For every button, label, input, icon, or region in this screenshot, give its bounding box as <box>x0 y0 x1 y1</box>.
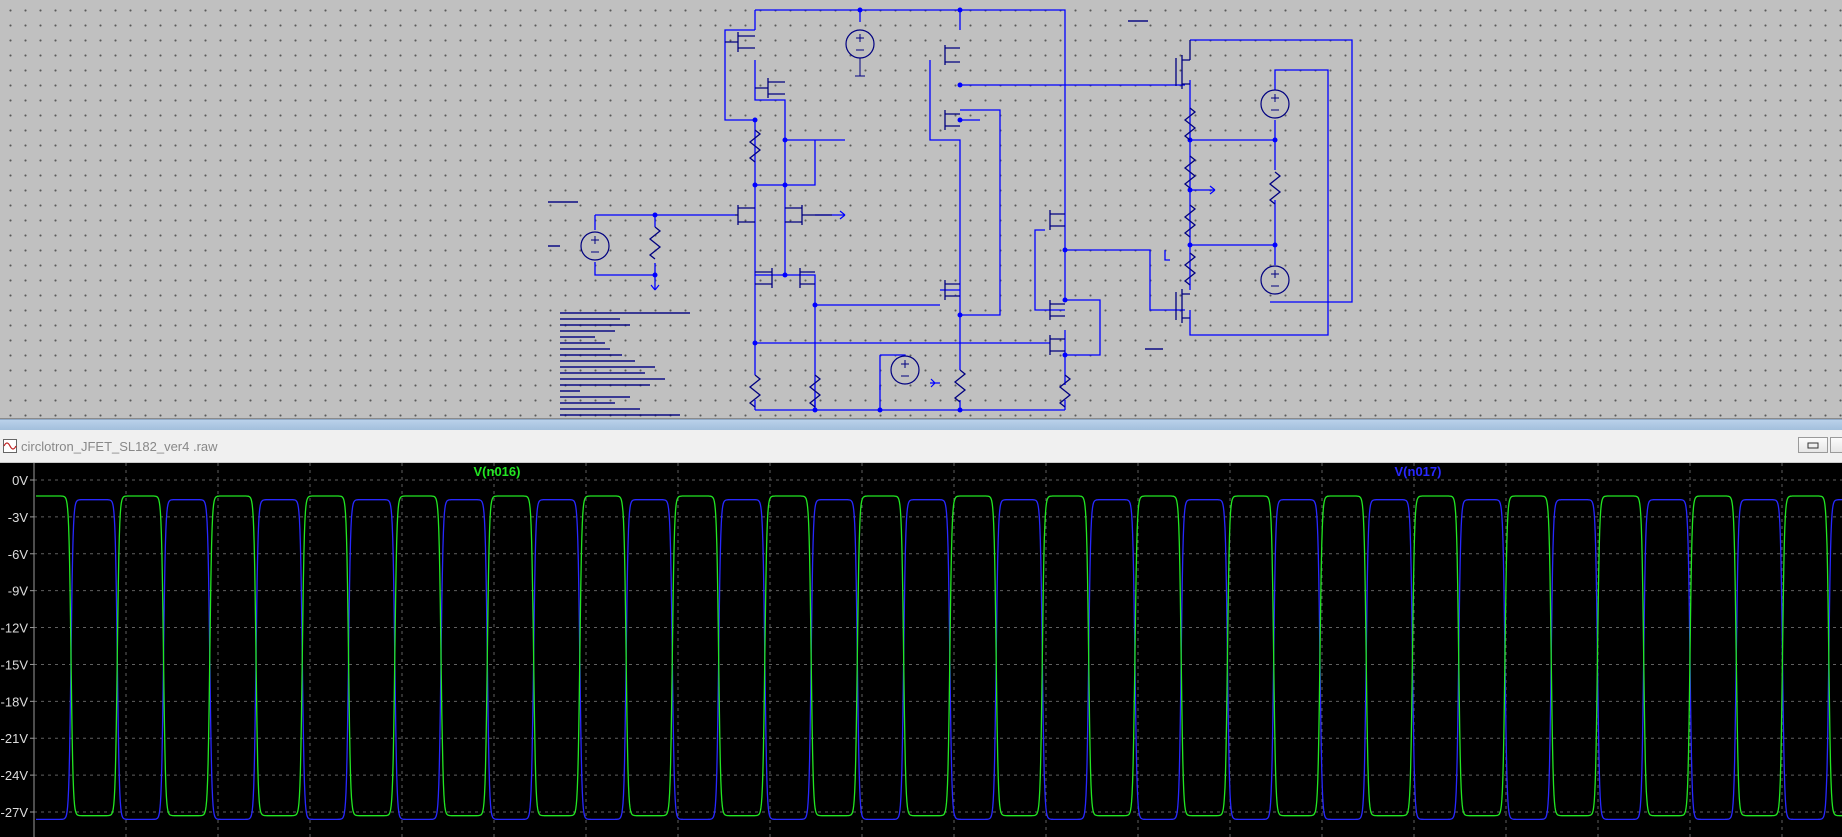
voltage-source[interactable] <box>890 355 920 385</box>
y-tick-label: -3V <box>8 510 29 525</box>
jfet[interactable] <box>755 268 773 288</box>
y-tick-label: -15V <box>1 657 29 672</box>
wire <box>960 109 1001 316</box>
resistor[interactable] <box>1183 155 1197 189</box>
resistor[interactable] <box>1183 204 1197 238</box>
jfet[interactable] <box>1049 210 1065 230</box>
wire <box>1064 215 1151 300</box>
resistor[interactable] <box>748 129 762 163</box>
y-tick-label: -24V <box>1 768 29 783</box>
wire <box>1189 69 1329 336</box>
resistor[interactable] <box>953 369 967 403</box>
wire <box>1065 299 1101 356</box>
wire <box>594 262 656 290</box>
resistor[interactable] <box>648 226 662 260</box>
wire <box>755 9 1066 215</box>
legend: V(n016) V(n017) <box>474 464 1442 479</box>
trace-v-n016 <box>36 495 1842 817</box>
legend-label[interactable]: V(n016) <box>474 464 521 479</box>
mosfet[interactable] <box>1175 289 1190 323</box>
wire <box>1190 39 1353 303</box>
mosfet[interactable] <box>1175 40 1191 89</box>
jfet[interactable] <box>755 78 785 98</box>
wire <box>929 60 961 370</box>
wire <box>1190 244 1276 265</box>
y-tick-label: -6V <box>8 547 29 562</box>
wire <box>755 274 816 305</box>
trace-v-n017 <box>36 499 1842 821</box>
y-tick-label: -12V <box>1 621 29 636</box>
resistor[interactable] <box>1058 374 1072 408</box>
minimize-icon <box>1807 442 1819 449</box>
y-tick-label: -9V <box>8 584 29 599</box>
resistor[interactable] <box>1183 252 1197 286</box>
wire <box>724 29 755 121</box>
waveform-chart[interactable]: 0V -3V -6V -9V -12V -15V -18V -21V -24V -27V V(n0… <box>0 463 1842 837</box>
minimize-button[interactable] <box>1798 437 1828 453</box>
plot-window-titlebar[interactable]: circlotron_JFET_SL182_ver4 .raw <box>0 430 1842 463</box>
resistor[interactable] <box>1268 171 1282 205</box>
jfet[interactable] <box>735 205 755 225</box>
resistor[interactable] <box>1183 107 1197 141</box>
y-tick-label: -27V <box>1 805 29 820</box>
jfet[interactable] <box>944 280 960 300</box>
voltage-source[interactable] <box>580 231 610 261</box>
plot-grid <box>34 463 1842 837</box>
schematic-editor[interactable] <box>0 0 1842 419</box>
wire <box>754 60 786 215</box>
y-tick-label: -21V <box>1 731 29 746</box>
voltage-source[interactable] <box>1260 89 1290 119</box>
jfet[interactable] <box>725 32 755 52</box>
resistor[interactable] <box>808 374 822 408</box>
schematic-canvas[interactable] <box>0 0 1842 418</box>
traces <box>36 495 1842 821</box>
jfet[interactable] <box>944 45 960 65</box>
restore-button[interactable] <box>1830 437 1842 453</box>
voltage-source[interactable] <box>1260 265 1290 295</box>
wire <box>1190 120 1276 141</box>
waveform-plot[interactable]: 0V -3V -6V -9V -12V -15V -18V -21V -24V -27V V(n0… <box>0 463 1842 837</box>
jfet[interactable] <box>799 268 815 288</box>
wire <box>755 140 816 186</box>
jfet[interactable] <box>1049 300 1065 320</box>
jfet[interactable] <box>785 205 832 225</box>
wire <box>1149 300 1185 311</box>
resistor[interactable] <box>748 374 762 408</box>
jfet[interactable] <box>944 110 960 130</box>
pane-splitter[interactable] <box>0 419 1842 430</box>
wire <box>1034 229 1065 311</box>
y-tick-label: -18V <box>1 694 29 709</box>
y-tick-label: 0V <box>12 473 28 488</box>
y-axis: 0V -3V -6V -9V -12V -15V -18V -21V -24V -27V <box>1 463 35 837</box>
wire <box>1164 250 1170 261</box>
waveform-app-icon <box>3 439 17 453</box>
legend-label[interactable]: V(n017) <box>1395 464 1442 479</box>
plot-window-title: circlotron_JFET_SL182_ver4 .raw <box>21 439 218 454</box>
jfet[interactable] <box>1049 335 1065 355</box>
